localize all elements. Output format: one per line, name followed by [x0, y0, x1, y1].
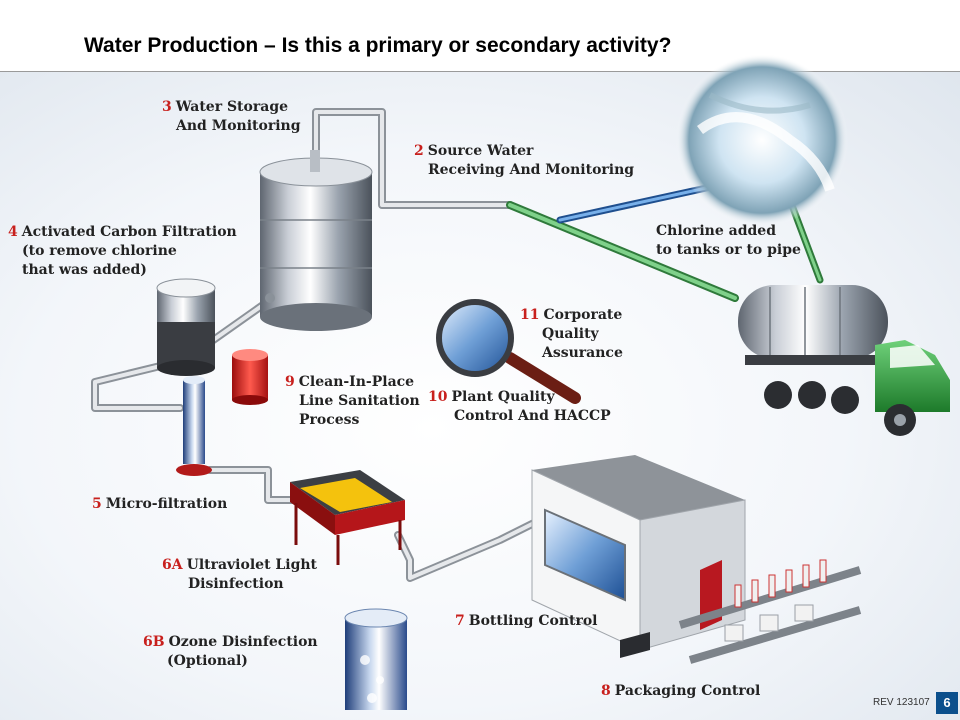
- cip-cylinder-icon: [232, 349, 268, 405]
- bottling-plant-icon: [531, 455, 862, 664]
- pipe-network: [91, 108, 824, 582]
- label-chlorine: Chlorine added to tanks or to pipe: [656, 223, 801, 258]
- page-number-badge: 6: [936, 692, 958, 714]
- water-source-image: [676, 54, 848, 226]
- slide-title: Water Production – Is this a primary or …: [84, 34, 672, 57]
- uv-unit-icon: [290, 470, 405, 565]
- magnifier-icon: [436, 299, 581, 404]
- carbon-filter-icon: [156, 278, 216, 376]
- revision-code: REV 123107: [873, 697, 930, 708]
- micro-filter-icon: [176, 376, 212, 476]
- ozone-tank-icon: [344, 608, 408, 710]
- tanker-truck-icon: [738, 285, 950, 436]
- storage-tank-icon: [259, 150, 373, 331]
- title-divider: [0, 71, 960, 72]
